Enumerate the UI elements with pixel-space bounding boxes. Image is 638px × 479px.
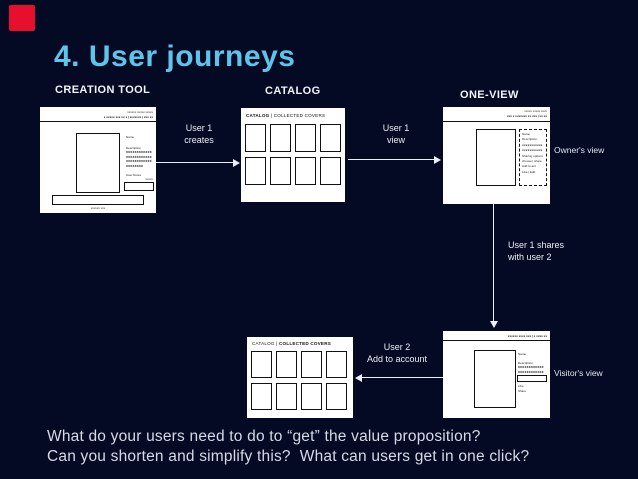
visitor-info-column: Name Description: xxxxxxxxxxxx xxxxxxxxx… xyxy=(518,352,548,374)
visitor-description-filler: xxxxxxxxxxxx xyxy=(518,365,544,369)
creation-tool-name-label: Name xyxy=(126,135,135,139)
slide-title: 4. User journeys xyxy=(54,40,296,73)
visitor-description-label: Description: xyxy=(518,361,534,365)
one-view-header-line2: xxx x xxxxxxx xx xxx | xx xx xyxy=(506,114,547,118)
one-view-owner-window: xxxxx xxxxx xxxx xxx x xxxxxxx xx xxx | … xyxy=(443,107,550,204)
catalog-cover-tile xyxy=(326,383,347,410)
owner-panel-line: choose | share xyxy=(522,159,542,164)
footer-question-line2: Can you shorten and simplify this? What … xyxy=(47,448,530,465)
catalog-top-header: CATALOG | COLLECTED COVERS xyxy=(246,113,325,118)
arrow-user2-add xyxy=(362,377,443,378)
catalog-cover-tile xyxy=(276,351,297,378)
catalog-cover-tile xyxy=(326,351,347,378)
creation-tool-bottom-bar-label: xxxxxx xxx xyxy=(90,206,106,210)
arrow-user1-view xyxy=(348,159,434,160)
catalog-top-window: CATALOG | COLLECTED COVERS xyxy=(241,108,345,202)
creation-tool-header-rule xyxy=(40,121,156,122)
arrow-label-user1-shares: User 1 shares with user 2 xyxy=(508,240,565,262)
creation-tool-description-filler: xxxxxxxxxxxx xyxy=(126,159,152,164)
creation-tool-save-button xyxy=(124,182,154,191)
creation-tool-form-column: Name Description xxxxxxxxxxxx xxxxxxxxxx… xyxy=(126,135,154,177)
owner-panel-line: Add to acc xyxy=(522,164,537,169)
catalog-bottom-grid xyxy=(251,351,347,410)
creation-tool-description-label: Description xyxy=(126,146,142,150)
creation-tool-bottom-bar: xxxxxx xxx xyxy=(52,195,144,210)
catalog-cover-tile xyxy=(295,124,316,152)
owner-panel-line: Name xyxy=(522,132,531,136)
catalog-cover-tile xyxy=(301,351,322,378)
catalog-bottom-header-strong: COLLECTED COVERS xyxy=(279,341,331,346)
creation-tool-window: xxxxxx xxxxx xxxxx x xxxxx xxx xx x | xx… xyxy=(40,107,156,213)
creation-tool-notes-label: User Notes xyxy=(126,173,142,178)
visitor-share-label: Share xyxy=(518,389,527,393)
one-view-header-line1: xxxxx xxxxx xxxx xyxy=(524,109,547,113)
arrow-user1-creates xyxy=(156,162,233,163)
catalog-cover-tile xyxy=(295,157,316,185)
catalog-bottom-window: CATALOG | COLLECTED COVERS xyxy=(247,337,353,418)
one-view-header-rule xyxy=(443,121,550,122)
catalog-cover-tile xyxy=(270,124,291,152)
owner-panel-line: xxxxxxxxxxx xyxy=(522,142,543,147)
column-label-catalog: CATALOG xyxy=(265,85,321,97)
one-view-owner-controls-panel: Name Description: xxxxxxxxxxx xxxxxxxxxx… xyxy=(519,129,547,186)
catalog-cover-tile xyxy=(301,383,322,410)
catalog-cover-tile xyxy=(276,383,297,410)
visitor-add-to-account-button xyxy=(517,375,547,382)
visitor-description-filler: xxxxxxxxxxxx xyxy=(518,369,544,374)
catalog-cover-tile xyxy=(320,124,341,152)
owner-view-label: Owner's view xyxy=(554,145,605,155)
one-view-cover-placeholder xyxy=(476,129,516,186)
catalog-bottom-header: CATALOG | COLLECTED COVERS xyxy=(252,341,331,346)
visitor-view-label: Visitor's view xyxy=(554,368,603,378)
catalog-bottom-header-prefix: CATALOG | xyxy=(252,341,280,346)
one-view-visitor-window: xxxxxx xxxx xxx | x xxxx xx Name Descrip… xyxy=(443,331,550,418)
arrow-user1-creates-head xyxy=(233,159,240,167)
visitor-header-line: xxxxxx xxxx xxx | x xxxx xx xyxy=(507,334,547,338)
arrow-label-user1-view: User 1 view xyxy=(382,123,410,145)
creation-tool-header-line2: x xxxxx xxx xx x | xxxxxxx | xxx xx xyxy=(103,115,153,119)
creation-tool-button-hint: xxxxx xyxy=(145,177,154,181)
visitor-name-label: Name xyxy=(518,352,527,356)
column-label-one-view: ONE-VIEW xyxy=(460,89,519,101)
red-corner-marker xyxy=(9,5,35,31)
owner-panel-line: Sharing options xyxy=(522,153,543,158)
arrow-user1-shares-head xyxy=(490,321,498,328)
arrow-user1-shares xyxy=(493,204,494,322)
owner-panel-line: xxxxxxxxxxx xyxy=(522,148,543,153)
catalog-top-header-strong: CATALOG xyxy=(246,113,270,118)
catalog-cover-tile xyxy=(320,157,341,185)
creation-tool-cover-placeholder xyxy=(76,133,120,193)
arrow-label-user2-add: User 2 Add to account xyxy=(366,342,428,364)
visitor-like-label: Like xyxy=(518,384,524,388)
arrow-user1-view-head xyxy=(434,156,441,164)
catalog-cover-tile xyxy=(251,351,272,378)
arrow-label-user1-creates: User 1 creates xyxy=(184,123,214,145)
creation-tool-header-line1: xxxxxx xxxxx xxxxx xyxy=(127,110,153,114)
owner-panel-line: Like | Edit xyxy=(522,169,536,174)
creation-tool-description-filler: xxxxxxxxxxxx xyxy=(126,150,152,154)
catalog-cover-tile xyxy=(245,124,266,152)
column-label-creation-tool: CREATION TOOL xyxy=(55,84,151,96)
catalog-cover-tile xyxy=(245,157,266,185)
creation-tool-description-filler: xxxxxxxxxxxx xyxy=(126,154,152,159)
creation-tool-description-filler: xxxxxxxx xyxy=(126,163,144,168)
arrow-user2-add-head xyxy=(355,374,362,382)
catalog-top-header-rest: | COLLECTED COVERS xyxy=(269,113,326,118)
owner-panel-line: Description: xyxy=(522,137,538,142)
visitor-cover-placeholder xyxy=(474,350,516,408)
catalog-cover-tile xyxy=(251,383,272,410)
visitor-header-rule xyxy=(443,340,550,341)
footer-question-line1: What do your users need to do to “get” t… xyxy=(47,428,481,445)
catalog-cover-tile xyxy=(270,157,291,185)
catalog-top-grid xyxy=(245,124,341,185)
